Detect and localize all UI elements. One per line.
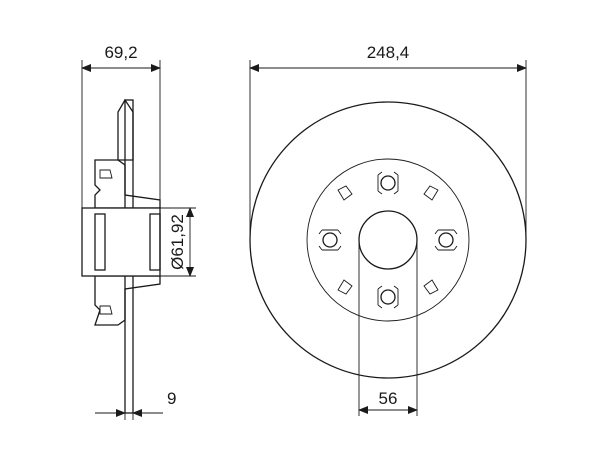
hub-bore	[81, 207, 161, 277]
dimension-bore-diameter: Ø61,92	[168, 207, 194, 277]
front-view	[249, 60, 527, 416]
hub-upper-section	[94, 159, 161, 209]
stud-lower	[99, 305, 113, 315]
hub-ring	[306, 158, 470, 322]
locator-notch-tr	[423, 185, 439, 201]
centre-hole	[358, 210, 418, 270]
dimension-centre-hole: 56	[358, 389, 418, 414]
bore-diameter-label: Ø61,92	[168, 214, 187, 270]
locator-notch-tl	[337, 185, 353, 201]
side-section-view	[81, 60, 196, 420]
hub-width-label: 69,2	[104, 43, 137, 62]
locator-notch-bl	[337, 279, 353, 295]
bearing-ring	[94, 213, 106, 271]
bearing-ring-outer	[149, 213, 161, 271]
stud-hole-top	[377, 171, 399, 195]
hub-lower-section	[94, 275, 161, 326]
dimension-hub-width: 69,2	[81, 43, 161, 72]
centre-hole-label: 56	[379, 389, 398, 408]
disc-diameter-label: 248,4	[367, 43, 410, 62]
stud-hole-left	[318, 229, 342, 251]
stud-hole-right	[434, 229, 458, 251]
disc-outer-edge	[249, 101, 527, 379]
locator-notch-br	[423, 279, 439, 295]
dimension-disc-thickness: 9	[95, 389, 176, 417]
stud-upper	[99, 169, 113, 179]
stud-hole-bottom	[377, 285, 399, 309]
disc-thickness-label: 9	[167, 389, 176, 408]
dimension-disc-diameter: 248,4	[249, 43, 527, 72]
